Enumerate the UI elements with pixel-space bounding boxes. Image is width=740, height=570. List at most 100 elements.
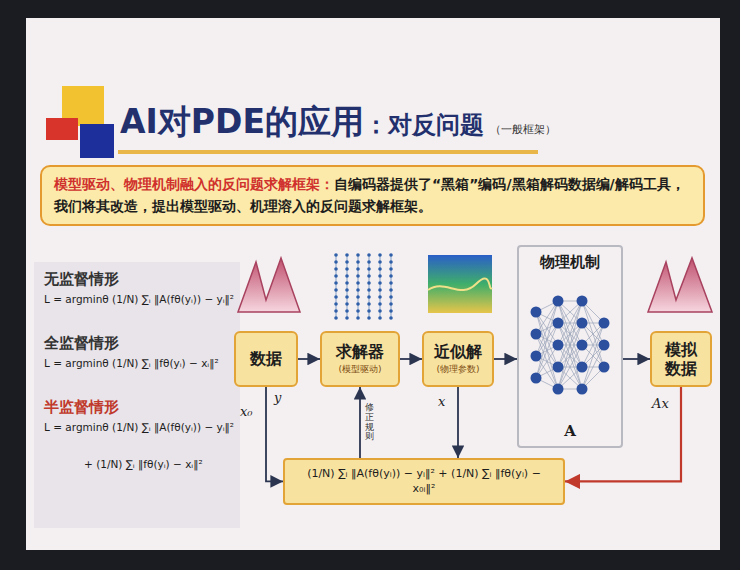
lattice-dot: [367, 288, 371, 292]
variable-label: x₀: [240, 404, 253, 421]
flow-arrow: [457, 387, 459, 458]
lattice-dot: [389, 281, 393, 285]
network-neuron: [577, 362, 588, 373]
header: AI对PDE的应用：对反问题（一般框架）: [120, 100, 556, 145]
node-subtext: (物理参数): [436, 363, 479, 376]
node-heading: 数据: [250, 349, 282, 368]
flow-arrow: [400, 358, 422, 360]
flow-arrow: [298, 358, 320, 360]
lattice-dot: [378, 267, 382, 271]
lattice-dot: [334, 281, 338, 285]
network-link: [582, 323, 604, 389]
logo-square: [80, 124, 114, 158]
mechanism-box: 物理机制 A: [517, 245, 623, 448]
lattice-dot: [378, 274, 382, 278]
flow-arrow: [266, 387, 283, 481]
lattice-dot: [334, 309, 338, 313]
variable-label: Ax: [652, 396, 669, 413]
network-link: [558, 301, 582, 367]
lattice-dot: [389, 288, 393, 292]
lattice-dot: [378, 309, 382, 313]
node-subtext: A: [564, 422, 576, 440]
solution-image-band: [428, 278, 492, 290]
logo-square: [46, 118, 78, 140]
lattice-dot: [367, 274, 371, 278]
flow-arrow: [623, 358, 650, 360]
network-neuron: [599, 318, 610, 329]
network-neuron: [553, 296, 564, 307]
lattice-dot: [356, 295, 360, 299]
lattice-dot: [367, 316, 371, 320]
node-heading: 模型驱动、物理机制融入的反问题求解框架：: [54, 176, 334, 192]
formula-panel: [34, 262, 240, 528]
node-heading: 近似解: [434, 342, 482, 361]
process-box: 近似解 (物理参数): [422, 331, 494, 387]
lattice-dot: [345, 260, 349, 264]
lattice-dot: [367, 267, 371, 271]
lattice-dot: [389, 309, 393, 313]
lattice-dot: [389, 260, 393, 264]
subtitle: （一般框架）: [490, 122, 556, 137]
network-link: [558, 301, 582, 367]
variable-label: y: [274, 390, 281, 407]
lattice-dot: [345, 267, 349, 271]
lattice-dot: [389, 302, 393, 306]
lattice-dot: [367, 295, 371, 299]
process-box: 模拟数据: [650, 331, 712, 387]
lattice-dot: [345, 295, 349, 299]
formula: L = argminθ (1/N) ∑ᵢ ‖A(fθ(yᵢ)) − yᵢ‖²: [44, 421, 236, 435]
lattice-dot: [356, 260, 360, 264]
lattice-dot: [378, 260, 382, 264]
network-neuron: [553, 362, 564, 373]
lattice-dot: [356, 267, 360, 271]
network-neuron: [553, 340, 564, 351]
title-underline: [118, 150, 538, 154]
lattice-dot: [345, 281, 349, 285]
simulated-peaks-icon: [648, 258, 712, 312]
network-neuron: [599, 340, 610, 351]
network-link: [536, 345, 558, 378]
lattice-dot: [356, 309, 360, 313]
lattice-dot: [345, 302, 349, 306]
lattice-dot: [356, 288, 360, 292]
lattice-dot: [334, 302, 338, 306]
network-neuron: [577, 340, 588, 351]
flow-arrow: [359, 387, 361, 458]
lattice-dot: [389, 295, 393, 299]
lattice-dot: [378, 295, 382, 299]
lattice-dot: [334, 295, 338, 299]
lattice-dot: [356, 316, 360, 320]
slide-title: AI对PDE的应用: [120, 100, 364, 145]
case-heading: 无监督情形: [44, 270, 119, 290]
lattice-dot: [345, 288, 349, 292]
solver-lattice-icon: [334, 253, 393, 320]
lattice-dot: [356, 281, 360, 285]
network-neuron: [577, 384, 588, 395]
node-heading: 模拟数据: [660, 340, 702, 378]
node-heading: 物理机制: [540, 253, 600, 272]
lattice-dot: [378, 288, 382, 292]
network-neuron: [577, 318, 588, 329]
process-box: 求解器(模型驱动): [320, 331, 400, 387]
lattice-dot: [378, 316, 382, 320]
network-link: [558, 323, 582, 389]
lattice-dot: [356, 302, 360, 306]
variable-label: x: [438, 394, 445, 411]
lattice-dot: [389, 274, 393, 278]
lattice-dot: [334, 260, 338, 264]
formula: L = argminθ (1/N) ∑ᵢ ‖fθ(yᵢ) − xᵢ‖²: [44, 357, 236, 371]
solution-image-icon: [428, 255, 492, 313]
case-heading: 全监督情形: [44, 334, 119, 354]
summary-banner: 模型驱动、物理机制融入的反问题求解框架：自编码器提供了“黑箱”编码/黑箱解码数据…: [40, 165, 705, 226]
lattice-dot: [378, 302, 382, 306]
lattice-dot: [356, 274, 360, 278]
lattice-dot: [345, 309, 349, 313]
lattice-dot: [367, 309, 371, 313]
node-heading: (1/N) ∑ᵢ ‖A(fθ(yᵢ)) − yᵢ‖² + (1/N) ∑ᵢ ‖f…: [295, 466, 553, 497]
lattice-dot: [345, 274, 349, 278]
network-neuron: [531, 373, 542, 384]
formula: + (1/N) ∑ᵢ ‖fθ(yᵢ) − xᵢ‖²: [84, 458, 236, 472]
lattice-dot: [367, 302, 371, 306]
